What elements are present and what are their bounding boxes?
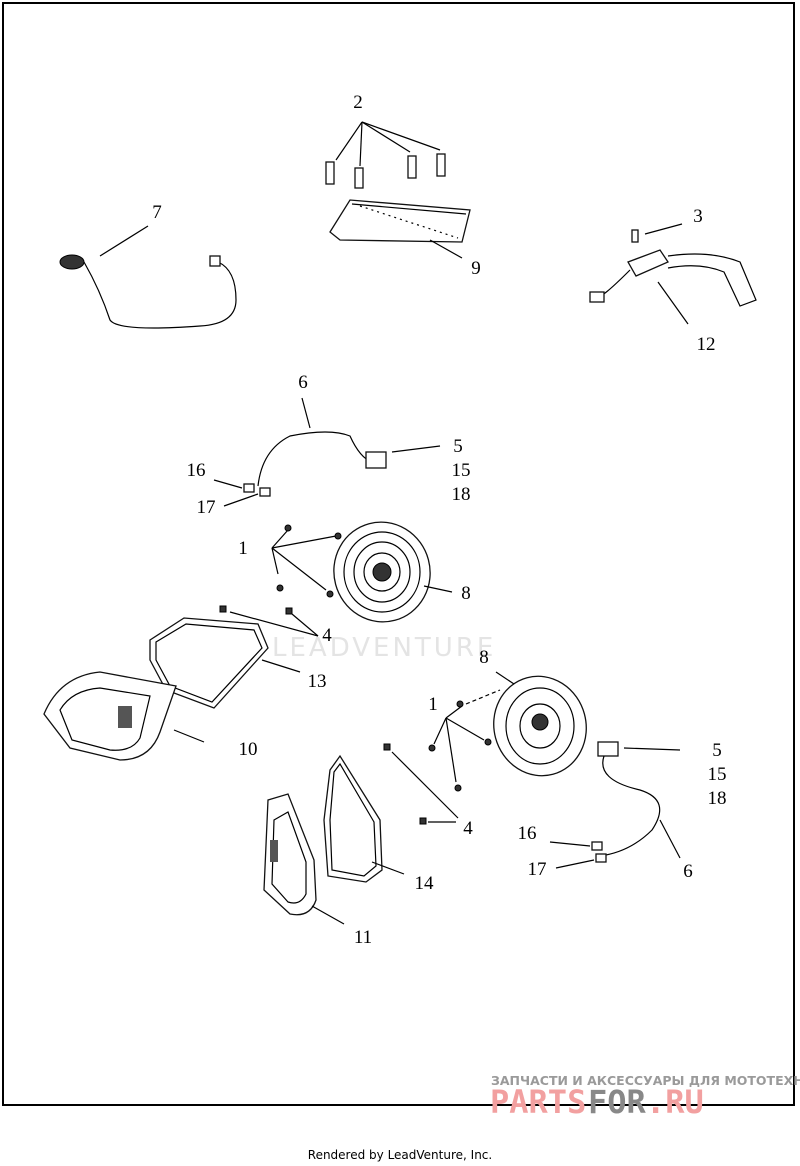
callout-6: 6 bbox=[298, 372, 308, 393]
callout-17: 17 bbox=[197, 497, 216, 518]
callout-9: 9 bbox=[471, 258, 481, 279]
part-2-bolts[interactable] bbox=[325, 121, 446, 189]
part-10-saddlebag-lid-left[interactable] bbox=[43, 671, 205, 761]
part-9-amplifier-module[interactable] bbox=[329, 199, 471, 259]
stamp-brand-c: .RU bbox=[646, 1083, 704, 1121]
callout-10: 10 bbox=[239, 739, 258, 760]
callout-8-lower: 8 bbox=[479, 647, 489, 668]
part-6-speaker-cable-lower[interactable] bbox=[549, 741, 681, 869]
part-1-screws-lower[interactable] bbox=[428, 700, 492, 792]
part-1-screws-upper[interactable] bbox=[271, 524, 342, 598]
callout-18-lower: 18 bbox=[708, 788, 727, 809]
callout-14: 14 bbox=[415, 873, 435, 894]
stamp-brand-b: FOR bbox=[588, 1083, 647, 1121]
callout-5: 5 bbox=[453, 436, 463, 457]
callout-18: 18 bbox=[452, 484, 471, 505]
callout-15: 15 bbox=[452, 460, 471, 481]
callout-8: 8 bbox=[461, 583, 471, 604]
part-6-speaker-cable-upper[interactable] bbox=[213, 397, 441, 507]
part-12-harness[interactable] bbox=[589, 223, 757, 325]
part-14-gasket[interactable] bbox=[323, 754, 405, 883]
callout-13: 13 bbox=[308, 671, 327, 692]
callout-6-lower: 6 bbox=[683, 861, 693, 882]
callout-4-lower: 4 bbox=[463, 818, 473, 839]
callout-labels: 2 7 3 9 12 6 5 15 18 16 17 1 8 4 13 8 1 … bbox=[152, 92, 726, 948]
callout-11: 11 bbox=[354, 927, 372, 948]
part-7-antenna-cable[interactable] bbox=[59, 225, 237, 329]
footer-credit: Rendered by LeadVenture, Inc. bbox=[307, 1148, 493, 1162]
callout-5-lower: 5 bbox=[712, 740, 722, 761]
part-8-speaker-lower[interactable] bbox=[465, 666, 597, 786]
callout-1: 1 bbox=[238, 538, 248, 559]
callout-16: 16 bbox=[187, 460, 206, 481]
callout-7: 7 bbox=[152, 202, 162, 223]
callout-3: 3 bbox=[693, 206, 703, 227]
callout-2: 2 bbox=[353, 92, 363, 113]
callout-15-lower: 15 bbox=[708, 764, 727, 785]
partsfor-stamp: ЗАПЧАСТИ И АКСЕССУАРЫ ДЛЯ МОТОТЕХНИКИ PA… bbox=[490, 1073, 800, 1121]
part-4-clips-upper[interactable] bbox=[219, 605, 319, 637]
callout-12: 12 bbox=[697, 334, 716, 355]
part-11-saddlebag-lid-right[interactable] bbox=[263, 793, 345, 925]
stamp-brand-a: PARTS bbox=[490, 1083, 586, 1121]
callout-4: 4 bbox=[322, 625, 332, 646]
callout-16-lower: 16 bbox=[518, 823, 537, 844]
part-4-clips-lower[interactable] bbox=[383, 743, 459, 825]
callout-17-lower: 17 bbox=[528, 859, 547, 880]
part-13-gasket[interactable] bbox=[149, 617, 301, 709]
leadventure-watermark: LEADVENTURE bbox=[272, 633, 496, 663]
part-8-speaker-upper[interactable] bbox=[323, 511, 453, 632]
stamp-tagline: ЗАПЧАСТИ И АКСЕССУАРЫ ДЛЯ МОТОТЕХНИКИ bbox=[491, 1073, 800, 1088]
callout-1-lower: 1 bbox=[428, 694, 438, 715]
diagram-frame bbox=[2, 2, 795, 1106]
